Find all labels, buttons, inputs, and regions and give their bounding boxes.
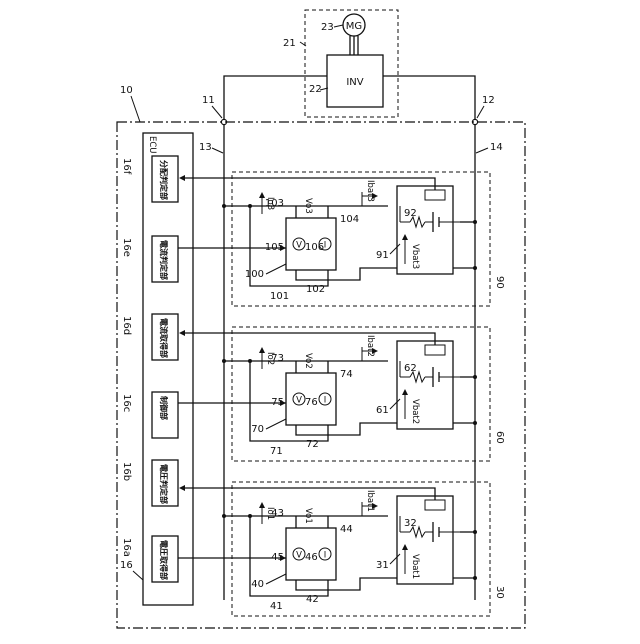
junction-dot <box>473 530 477 534</box>
vbat-label: Vbat1 <box>410 554 420 579</box>
junction-dot <box>473 576 477 580</box>
ibat-label: Ibat2 <box>365 335 375 357</box>
vo-label: Vo2 <box>303 353 313 369</box>
ecu-unit-label-16f: 分配判定部 <box>159 160 169 200</box>
mg-ref: 23 <box>321 22 334 33</box>
arrow-head <box>259 347 265 353</box>
ecu-title: ECU <box>147 136 157 154</box>
terminal-ref-d: 44 <box>340 524 353 535</box>
junction-dot <box>222 359 226 363</box>
battery-ref: 31 <box>376 560 389 571</box>
junction-dot <box>222 204 226 208</box>
junction-dot <box>473 375 477 379</box>
terminal-right-ref: 12 <box>482 95 495 106</box>
sensor-ref: 40 <box>251 579 264 590</box>
vo-label: Vo3 <box>303 198 313 214</box>
ecu-unit-ref-16b: 16b <box>121 462 132 481</box>
io-label: Io1 <box>265 507 275 520</box>
leader <box>266 419 286 429</box>
ecu-unit-label-16b: 電圧判定部 <box>159 464 169 504</box>
terminal-ref-b: 42 <box>306 594 319 605</box>
module-ref: 90 <box>494 276 505 289</box>
junction-dot <box>473 266 477 270</box>
ecu-unit-label-16a: 電圧取得部 <box>159 540 169 580</box>
mg-label: MG <box>346 21 362 32</box>
ecu-box <box>143 133 193 605</box>
terminal-ref-b: 102 <box>306 284 325 295</box>
junction-dot <box>248 359 252 363</box>
junction-dot <box>248 204 252 208</box>
ammeter-label: I <box>324 241 327 251</box>
module-ref: 30 <box>494 586 505 599</box>
ammeter-ref: 46 <box>305 552 318 563</box>
terminal-ref-d: 104 <box>340 214 359 225</box>
ecu-unit-ref-16f: 16f <box>121 158 132 175</box>
ammeter-label: I <box>324 551 327 561</box>
arrow-head <box>259 502 265 508</box>
ibat-label: Ibat3 <box>365 180 375 202</box>
inverter-ref: 22 <box>309 84 322 95</box>
ecu-unit-ref-16d: 16d <box>121 316 132 335</box>
sensor-ref: 100 <box>245 269 264 280</box>
terminal-ref-d: 74 <box>340 369 353 380</box>
vbat-label: Vbat3 <box>410 244 420 269</box>
terminal-ref-a: 41 <box>270 601 283 612</box>
module-ref: 60 <box>494 431 505 444</box>
leader <box>266 264 286 274</box>
battery-module-90: 90VI105106101102103104100Io3Vo39291Vbat3… <box>178 172 505 306</box>
resistor-ref: 92 <box>404 208 417 219</box>
battery-ref: 91 <box>376 250 389 261</box>
resistor-ref: 32 <box>404 518 417 529</box>
ecu-unit-label-16e: 電流判定部 <box>159 240 169 280</box>
vo-label: Vo1 <box>303 508 313 524</box>
battery-module-30: 30VI45464142434440Io1Vo13231Vbat1Ibat1 <box>178 482 505 616</box>
battery-modules: 30VI45464142434440Io1Vo13231Vbat1Ibat160… <box>178 172 505 616</box>
arrow-head <box>259 192 265 198</box>
battery-module-60: 60VI75767172737470Io2Vo26261Vbat2Ibat2 <box>178 327 505 461</box>
voltmeter-label: V <box>296 396 302 406</box>
terminal-ref-a: 101 <box>270 291 289 302</box>
ecu-unit-ref-16c: 16c <box>121 394 132 412</box>
ecu-sub-ref: 16 <box>120 560 133 571</box>
voltmeter-label: V <box>296 551 302 561</box>
resistor-ref: 62 <box>404 363 417 374</box>
ibat-label: Ibat1 <box>365 490 375 512</box>
ammeter-ref: 76 <box>305 397 318 408</box>
vbat-label: Vbat2 <box>410 399 420 424</box>
io-label: Io2 <box>265 352 275 365</box>
junction-dot <box>473 421 477 425</box>
ecu-unit-label-16c: 制御部 <box>159 396 169 420</box>
sensor-ref: 70 <box>251 424 264 435</box>
battery-ref: 61 <box>376 405 389 416</box>
terminal-ref-b: 72 <box>306 439 319 450</box>
system-ref: 10 <box>120 85 133 96</box>
inverter-block-ref: 21 <box>283 38 296 49</box>
io-label: Io3 <box>265 197 275 210</box>
bus-left-ref: 13 <box>199 142 212 153</box>
inverter-label: INV <box>346 77 363 88</box>
bus-right-ref: 14 <box>490 142 503 153</box>
ammeter-label: I <box>324 396 327 406</box>
junction-dot <box>248 514 252 518</box>
ammeter-ref: 106 <box>305 242 324 253</box>
voltmeter-label: V <box>296 241 302 251</box>
terminal-left-ref: 11 <box>202 95 215 106</box>
ecu-unit-label-16d: 電流取得部 <box>159 318 169 358</box>
leader <box>266 574 286 584</box>
ecu-unit-ref-16e: 16e <box>121 238 132 257</box>
ecu-unit-ref-16a: 16a <box>121 538 132 557</box>
junction-dot <box>222 514 226 518</box>
terminal-ref-a: 71 <box>270 446 283 457</box>
junction-dot <box>473 220 477 224</box>
